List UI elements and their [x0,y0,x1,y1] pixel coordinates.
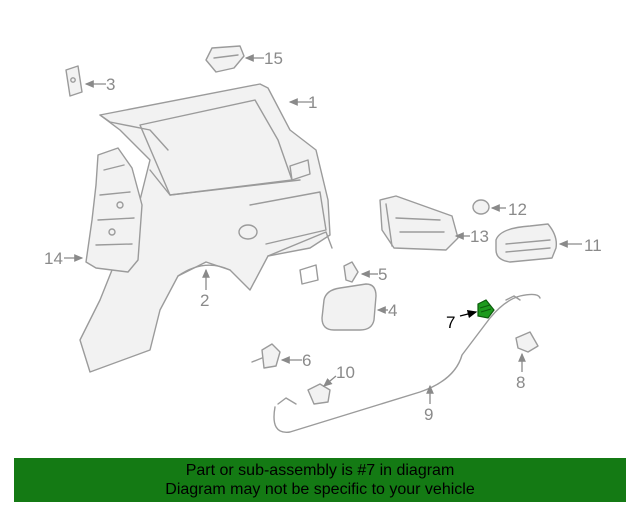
bracket-part [65,65,83,97]
callout-13: 13 [470,227,489,246]
callout-2: 2 [200,291,209,310]
trim-piece-part [205,45,245,73]
cap-part [472,199,490,215]
lock-actuator-part [251,343,281,369]
parts-diagram: 1 2 3 4 5 6 7 8 9 10 11 12 13 14 15 [44,45,602,433]
release-cable-part [273,293,541,433]
housing-part [379,195,459,251]
callout-1: 1 [308,93,317,112]
clip-part [307,383,331,405]
inner-panel-part [85,147,143,273]
callout-14: 14 [44,249,63,268]
banner-line-1: Part or sub-assembly is #7 in diagram [185,462,455,479]
lamp-part [495,223,558,263]
callout-11: 11 [584,236,602,255]
callout-12: 12 [508,200,527,219]
callout-5: 5 [378,265,387,284]
info-banner: Part or sub-assembly is #7 in diagram Di… [14,458,626,502]
fuel-door-part [321,283,377,331]
callout-3: 3 [106,75,115,94]
hinge-part [343,261,359,283]
callout-6: 6 [302,351,311,370]
callout-15: 15 [264,49,283,68]
callout-4: 4 [388,301,397,320]
leader-7 [459,309,478,319]
callout-8: 8 [516,373,525,392]
grommet-part-highlighted [477,299,495,319]
callout-7: 7 [446,313,455,332]
banner-line-2: Diagram may not be specific to your vehi… [165,481,475,498]
leader-10 [323,375,337,387]
wheel-arch-part [177,264,231,277]
callout-9: 9 [424,405,433,424]
lever-part [515,331,539,353]
callout-10: 10 [336,363,355,382]
